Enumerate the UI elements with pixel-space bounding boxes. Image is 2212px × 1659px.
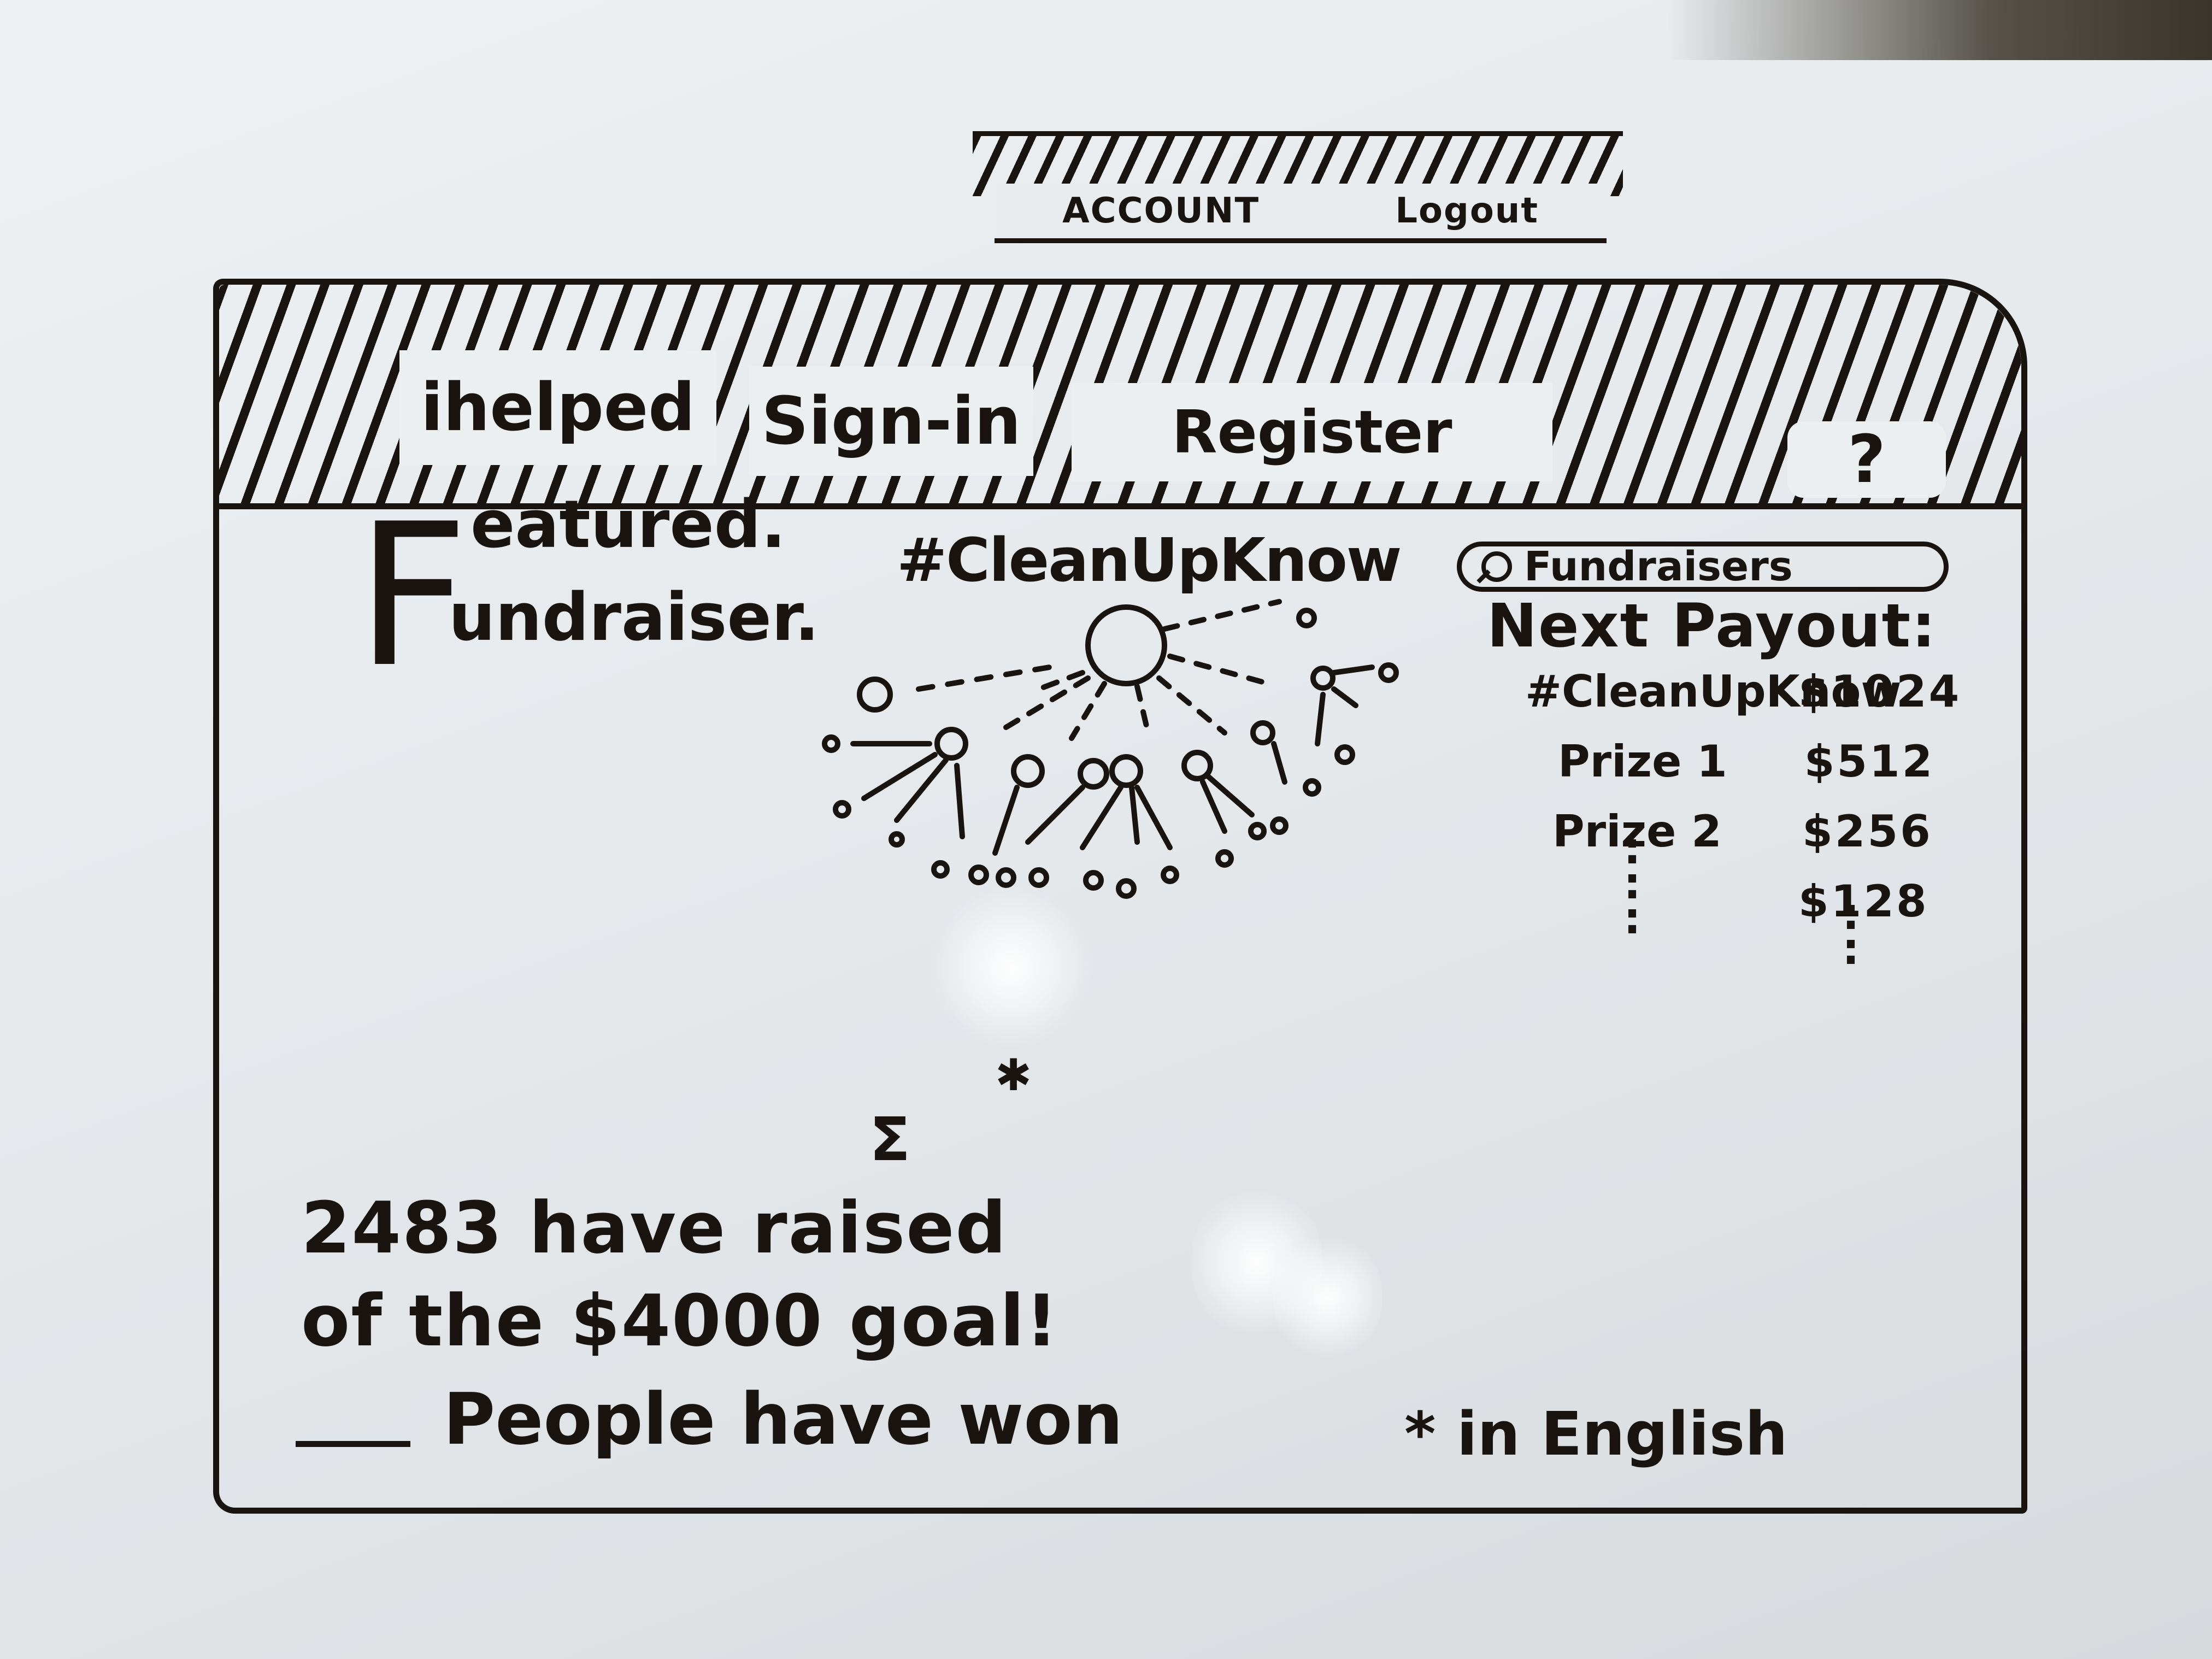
network-link — [1156, 675, 1227, 736]
network-link — [1162, 599, 1282, 632]
network-node — [934, 727, 968, 761]
ellipsis-dot: : — [1623, 823, 1641, 874]
network-node — [1303, 778, 1321, 797]
network-link — [894, 757, 949, 823]
ellipsis-dot: : — [1842, 923, 1860, 974]
network-link — [861, 752, 938, 801]
network-link — [1069, 681, 1107, 741]
logout-menu-item[interactable]: Logout — [1395, 191, 1539, 231]
network-node — [1161, 866, 1179, 884]
sign-in-link[interactable]: Sign-in — [749, 367, 1033, 476]
browser-window: ihelped Sign-in Register ? F eatured. un… — [213, 279, 2027, 1514]
fundraisers-search-input[interactable]: Fundraisers — [1457, 542, 1949, 592]
account-dropdown: ACCOUNT Logout — [973, 131, 1628, 246]
payout-list: #CleanUpKnow $1024 Prize 1 $512 Prize 2 … — [1525, 656, 1962, 936]
network-link — [916, 664, 1052, 692]
network-node — [1378, 662, 1399, 683]
network-link — [1331, 686, 1358, 708]
network-link — [1167, 654, 1271, 686]
featured-fundraiser-link[interactable]: #CleanUpKnow — [897, 525, 1402, 595]
payout-name: #CleanUpKnow — [1525, 666, 1902, 717]
payout-row[interactable]: $128 — [1525, 866, 1940, 936]
site-logo[interactable]: ihelped — [399, 350, 716, 465]
network-node — [1116, 878, 1137, 899]
featured-heading-initial: F — [356, 481, 469, 710]
help-icon[interactable]: ? — [1787, 421, 1946, 498]
network-link — [1315, 692, 1326, 746]
network-node — [1310, 666, 1336, 691]
winners-stat-row: People have won — [296, 1378, 1123, 1461]
list-continues-dots: : : — [1842, 892, 1860, 971]
network-node — [822, 734, 840, 753]
account-menu-item[interactable]: ACCOUNT — [1062, 191, 1260, 231]
network-link — [1200, 779, 1227, 834]
next-payout-heading: Next Payout: — [1487, 591, 1937, 661]
board-glare — [929, 885, 1093, 1049]
payout-name: Prize 1 — [1558, 736, 1727, 787]
payout-row[interactable]: Prize 1 $512 — [1525, 726, 1940, 796]
sigma-icon: Σ — [869, 1104, 911, 1174]
photo-corner-shadow — [1666, 0, 2212, 60]
network-node — [1334, 744, 1355, 765]
network-link — [954, 763, 965, 839]
network-node — [1181, 750, 1213, 781]
network-link — [1080, 785, 1123, 850]
network-link — [1129, 785, 1140, 845]
winners-count-placeholder — [296, 1440, 410, 1447]
network-link — [1331, 664, 1375, 675]
ellipsis-dot: : — [1623, 858, 1641, 909]
network-link — [1036, 670, 1085, 692]
featured-heading-line2: undraiser. — [449, 580, 820, 656]
network-node — [1109, 754, 1143, 788]
network-node — [968, 864, 989, 885]
search-placeholder: Fundraisers — [1524, 543, 1793, 590]
goal-stat: of the $4000 goal! — [301, 1279, 1059, 1362]
network-node — [889, 831, 905, 848]
ellipsis-dot: : — [1842, 889, 1860, 939]
raised-stat: 2483 have raised — [301, 1186, 1008, 1269]
network-node — [996, 867, 1016, 888]
register-link[interactable]: Register — [1072, 383, 1552, 481]
list-continues-dots: : : : — [1623, 827, 1641, 940]
network-node — [1078, 758, 1109, 790]
network-node — [1250, 720, 1275, 745]
top-nav-bar: ihelped Sign-in Register ? — [219, 285, 2021, 509]
network-link — [1271, 741, 1287, 785]
network-link — [1134, 684, 1151, 736]
network-link — [1025, 785, 1085, 845]
network-node — [1296, 608, 1317, 628]
network-link — [992, 785, 1020, 856]
network-node — [1215, 849, 1234, 868]
network-node — [1270, 816, 1289, 835]
network-node — [857, 676, 893, 713]
network-node — [1011, 754, 1045, 788]
network-node — [1028, 867, 1049, 888]
payout-amount: $512 — [1804, 736, 1935, 787]
network-link — [1205, 774, 1255, 817]
board-glare — [1273, 1229, 1382, 1366]
network-link — [1003, 675, 1091, 730]
network-link — [1134, 785, 1173, 850]
referral-network-graphic — [822, 599, 1399, 899]
network-node — [1248, 822, 1267, 840]
payout-amount: $128 — [1798, 875, 1929, 927]
network-node — [931, 860, 950, 879]
sparkle-icon: ✱ — [995, 1050, 1032, 1101]
featured-heading-line1: eatured. — [470, 487, 786, 563]
network-node — [1083, 870, 1104, 891]
language-footnote: * in English — [1404, 1399, 1788, 1469]
network-node — [833, 800, 851, 819]
network-root-node — [1085, 604, 1167, 686]
payout-amount: $256 — [1802, 805, 1933, 857]
winners-stat: People have won — [443, 1378, 1123, 1461]
payout-row[interactable]: #CleanUpKnow $1024 — [1525, 656, 1962, 726]
search-icon — [1481, 551, 1512, 582]
account-dropdown-menu: ACCOUNT Logout — [995, 184, 1607, 243]
payout-amount: $1024 — [1798, 666, 1962, 717]
ellipsis-dot: : — [1623, 893, 1641, 944]
payout-name: Prize 2 — [1552, 805, 1722, 857]
payout-row[interactable]: Prize 2 $256 — [1525, 796, 1940, 866]
